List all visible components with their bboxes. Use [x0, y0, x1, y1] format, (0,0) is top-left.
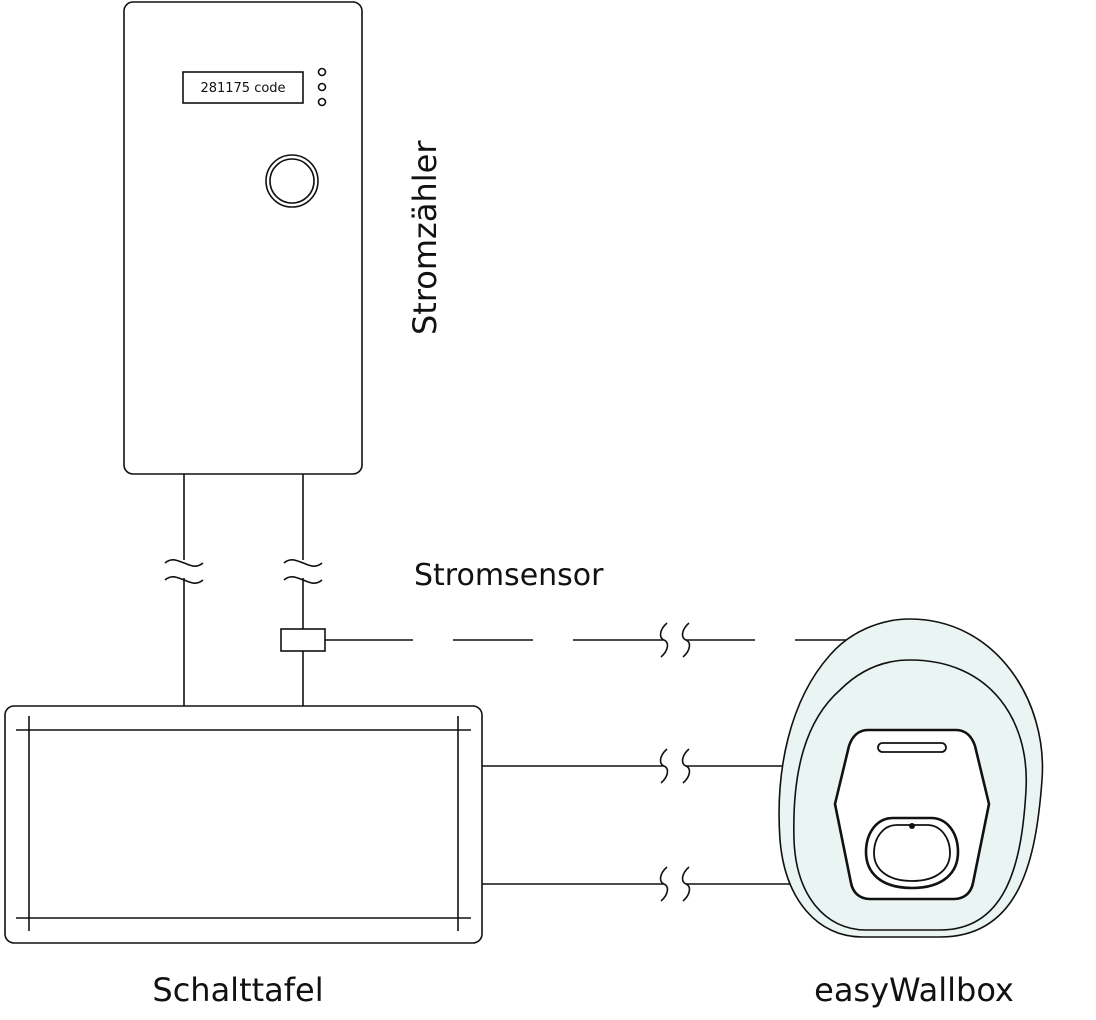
wire-right-break-top: [283, 559, 323, 567]
switchboard: [4, 705, 483, 944]
sensor-label: Stromsensor: [414, 558, 604, 593]
sensor-cable-break-1: [659, 622, 669, 658]
power-cables: [482, 748, 812, 902]
power-cable-2-break-1: [659, 866, 669, 902]
wallbox-status-led-bar: [877, 742, 947, 753]
switchboard-housing: [4, 705, 483, 944]
meter-led-3: [317, 97, 327, 107]
current-sensor: [280, 622, 852, 658]
meter-housing: [123, 1, 363, 475]
power-cable-1-break-1: [659, 748, 669, 784]
wire-left-break-top: [164, 559, 204, 567]
meter-led-1: [317, 67, 327, 77]
wallbox: [778, 618, 1044, 938]
meter-wires: [164, 474, 323, 706]
meter-button-outer: [265, 154, 319, 208]
electricity-meter: 281175 code: [123, 1, 363, 475]
switchboard-label: Schalttafel: [152, 971, 323, 1009]
meter-led-2: [317, 82, 327, 92]
wire-left-break-bottom: [164, 576, 204, 584]
sensor-clamp: [280, 628, 326, 652]
wire-right-break-bottom: [283, 576, 323, 584]
power-cable-1-break-2: [681, 748, 691, 784]
power-cable-2-break-2: [681, 866, 691, 902]
wallbox-socket-inner: [873, 824, 951, 882]
meter-label: Stromzähler: [406, 140, 444, 335]
sensor-cable-break-2: [681, 622, 691, 658]
meter-button-inner: [269, 158, 315, 204]
meter-display: [182, 71, 304, 104]
wallbox-label: easyWallbox: [814, 971, 1014, 1009]
wallbox-socket-latch: [909, 823, 915, 829]
meter-display-text: 281175 code: [200, 81, 285, 96]
